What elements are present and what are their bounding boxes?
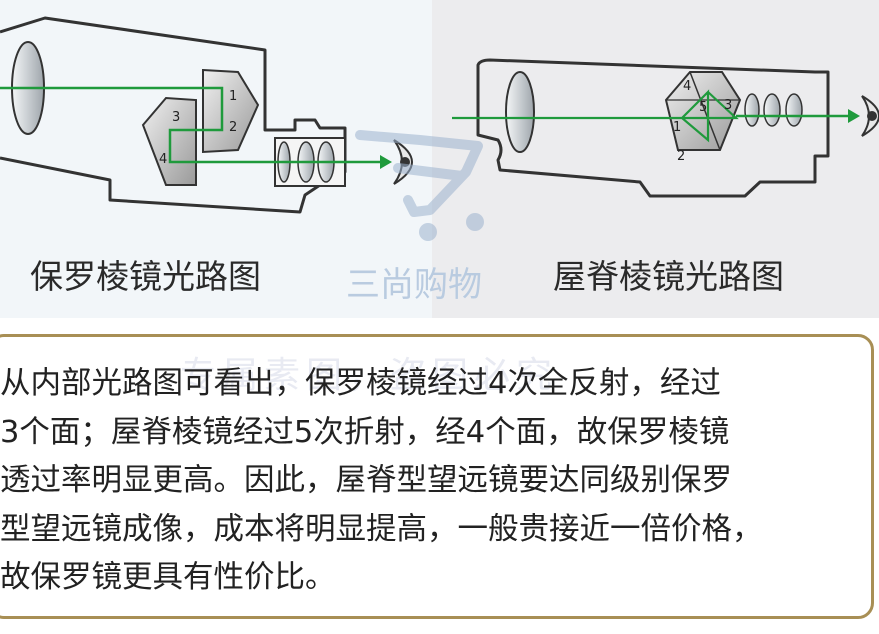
porro-label-2: 2 [229, 120, 237, 135]
roof-objective-lens [505, 71, 535, 153]
brand-watermark: 三尚购物 [346, 265, 482, 305]
description-line: 3个面；屋脊棱镜经过5次折射，经4个面，故保罗棱镜 [0, 414, 730, 450]
roof-caption: 屋脊棱镜光路图 [553, 257, 784, 296]
roof-label-3: 3 [724, 98, 732, 113]
roof-arrow-head [848, 109, 860, 123]
roof-label-1: 1 [673, 120, 681, 135]
roof-eyepiece-lens-2 [763, 93, 781, 127]
roof-label-4: 4 [683, 79, 691, 94]
roof-label-5: 5 [699, 100, 707, 115]
roof-label-2: 2 [677, 149, 685, 164]
porro-label-1: 1 [229, 89, 237, 104]
description-frame [0, 334, 874, 619]
roof-eyepiece-lens-3 [785, 93, 803, 127]
porro-arrow-head [380, 155, 392, 169]
description-line: 透过率明显更高。因此，屋脊型望远镜要达同级别保罗 [0, 463, 732, 498]
roof-eyepiece-lens-1 [744, 93, 760, 127]
description-line: 从内部光路图可看出，保罗棱镜经过4次全反射，经过 [0, 366, 721, 401]
cart-watermark-icon [355, 130, 484, 241]
porro-caption: 保罗棱镜光路图 [30, 257, 261, 296]
porro-housing-outline [0, 16, 347, 214]
roof-light-path [452, 89, 739, 143]
description-line: 故保罗镜更具有性价比。 [0, 560, 336, 595]
optical-diagrams: 1 2 3 4 4 5 3 1 2 [0, 16, 879, 241]
porro-eye-icon [393, 139, 413, 185]
description-text: 从内部光路图可看出，保罗棱镜经过4次全反射，经过 3个面；屋脊棱镜经过5次折射，… [0, 360, 879, 603]
roof-diagram-panel [432, 0, 879, 318]
porro-prism-upper [202, 68, 260, 154]
porro-label-4: 4 [159, 152, 167, 167]
porro-light-path [0, 86, 380, 164]
description-line: 型望远镜成像，成本将明显提高，一般贵接近一倍价格， [0, 511, 763, 547]
roof-eye-icon [861, 95, 879, 137]
roof-housing-outline [476, 58, 830, 198]
background-watermark: 专属素图，盗图必究 [180, 355, 559, 396]
porro-label-3: 3 [172, 110, 180, 125]
porro-diagram-panel [0, 0, 432, 318]
